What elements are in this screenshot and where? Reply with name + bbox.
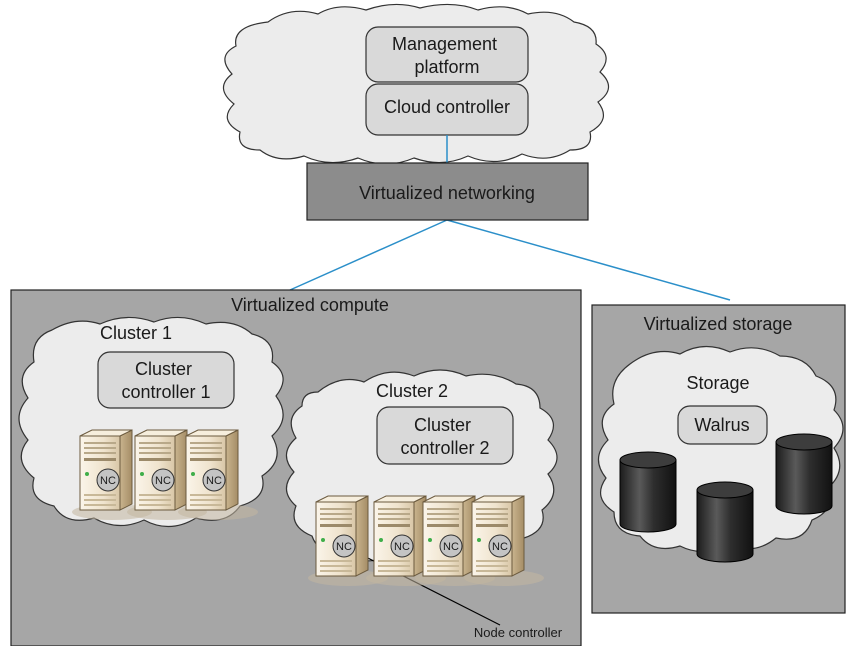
nc-badge: NC (206, 475, 222, 487)
cluster-controller-2-line-1: Cluster (414, 415, 471, 435)
cloud-controller-label: Cloud controller (384, 97, 510, 117)
cluster-controller-2-label: Cluster controller 2 (400, 415, 489, 458)
virtualized-networking-box (306, 162, 589, 221)
network-to-compute-link (289, 219, 448, 291)
cluster-controller-1-line-2: controller 1 (121, 382, 210, 402)
virtualized-networking-label: Virtualized networking (359, 183, 535, 203)
cluster-2-node-2: NC (365, 495, 447, 587)
storage-disk-2 (775, 433, 833, 515)
cluster-2-node-3: NC (414, 495, 496, 587)
storage-cloud-label: Storage (686, 373, 749, 393)
management-platform-box (365, 26, 529, 83)
node-controller-callout-line (347, 547, 501, 626)
nc-badge: NC (336, 541, 352, 553)
cluster-2-node-4: NC (463, 495, 545, 587)
network-to-storage-link (446, 219, 731, 301)
walrus-label: Walrus (694, 415, 749, 435)
nc-badge: NC (394, 541, 410, 553)
storage-disk-1 (619, 451, 677, 533)
nc-badge: NC (100, 475, 116, 487)
node-controller-callout-label: Node controller (474, 625, 563, 640)
cluster-controller-1-label: Cluster controller 1 (121, 359, 210, 402)
management-platform-label: Management platform (392, 34, 502, 77)
virtualized-storage-label: Virtualized storage (644, 314, 793, 334)
cluster-2-label: Cluster 2 (376, 381, 448, 401)
cluster-controller-1-line-1: Cluster (135, 359, 192, 379)
cluster-controller-1-box (97, 351, 235, 409)
virtualized-compute-label: Virtualized compute (231, 295, 389, 315)
nc-badge: NC (155, 475, 171, 487)
cluster-1-label: Cluster 1 (100, 323, 172, 343)
nc-badge: NC (492, 541, 508, 553)
cluster-controller-2-box (376, 406, 514, 465)
storage-disk-3 (696, 481, 754, 563)
walrus-box (677, 405, 768, 445)
cluster-1-node-2: NC (126, 429, 208, 521)
cluster-1-node-3: NC (177, 429, 259, 521)
management-platform-line-1: Management (392, 34, 497, 54)
cluster-1-node-1: NC (71, 429, 153, 521)
nc-badge: NC (443, 541, 459, 553)
management-platform-line-2: platform (414, 57, 479, 77)
cluster-controller-2-line-2: controller 2 (400, 438, 489, 458)
cluster-2-node-1: NC (307, 495, 389, 587)
